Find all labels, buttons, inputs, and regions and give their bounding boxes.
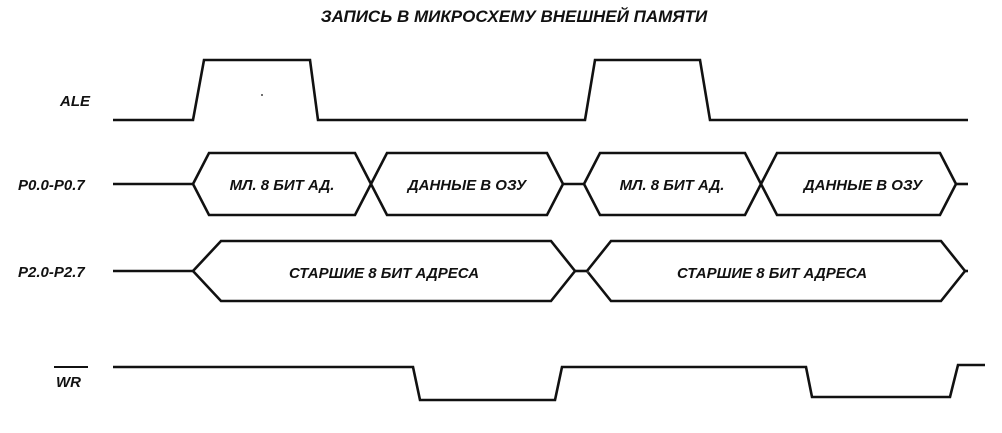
signal-label-p0: P0.0-P0.7: [18, 177, 85, 194]
ale-waveform: [113, 58, 968, 122]
signal-label-wr: WR: [56, 374, 81, 391]
signal-label-ale: ALE: [59, 93, 91, 110]
p2-label-1: СТАРШИЕ 8 БИТ АДРЕСА: [289, 265, 479, 282]
scan-speck: [261, 94, 263, 96]
p0-label-3: МЛ. 8 БИТ АД.: [620, 177, 725, 194]
wr-waveform: [113, 363, 985, 402]
scan-speck: [587, 271, 589, 273]
p0-label-2: ДАННЫЕ В ОЗУ: [406, 177, 528, 194]
p0-label-4: ДАННЫЕ В ОЗУ: [802, 177, 924, 194]
p2-label-2: СТАРШИЕ 8 БИТ АДРЕСА: [677, 265, 867, 282]
diagram-title: ЗАПИСЬ В МИКРОСХЕМУ ВНЕШНЕЙ ПАМЯТИ: [321, 6, 708, 26]
signal-label-p2: P2.0-P2.7: [18, 264, 85, 281]
p0-label-1: МЛ. 8 БИТ АД.: [230, 177, 335, 194]
